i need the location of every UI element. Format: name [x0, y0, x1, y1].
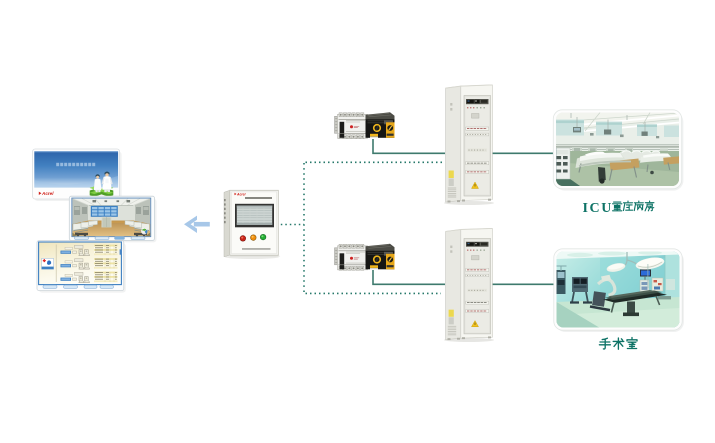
svg-text:Acrel: Acrel [41, 191, 54, 196]
svg-text:ICU: ICU [583, 201, 613, 216]
svg-text:Acrel: Acrel [236, 192, 246, 196]
